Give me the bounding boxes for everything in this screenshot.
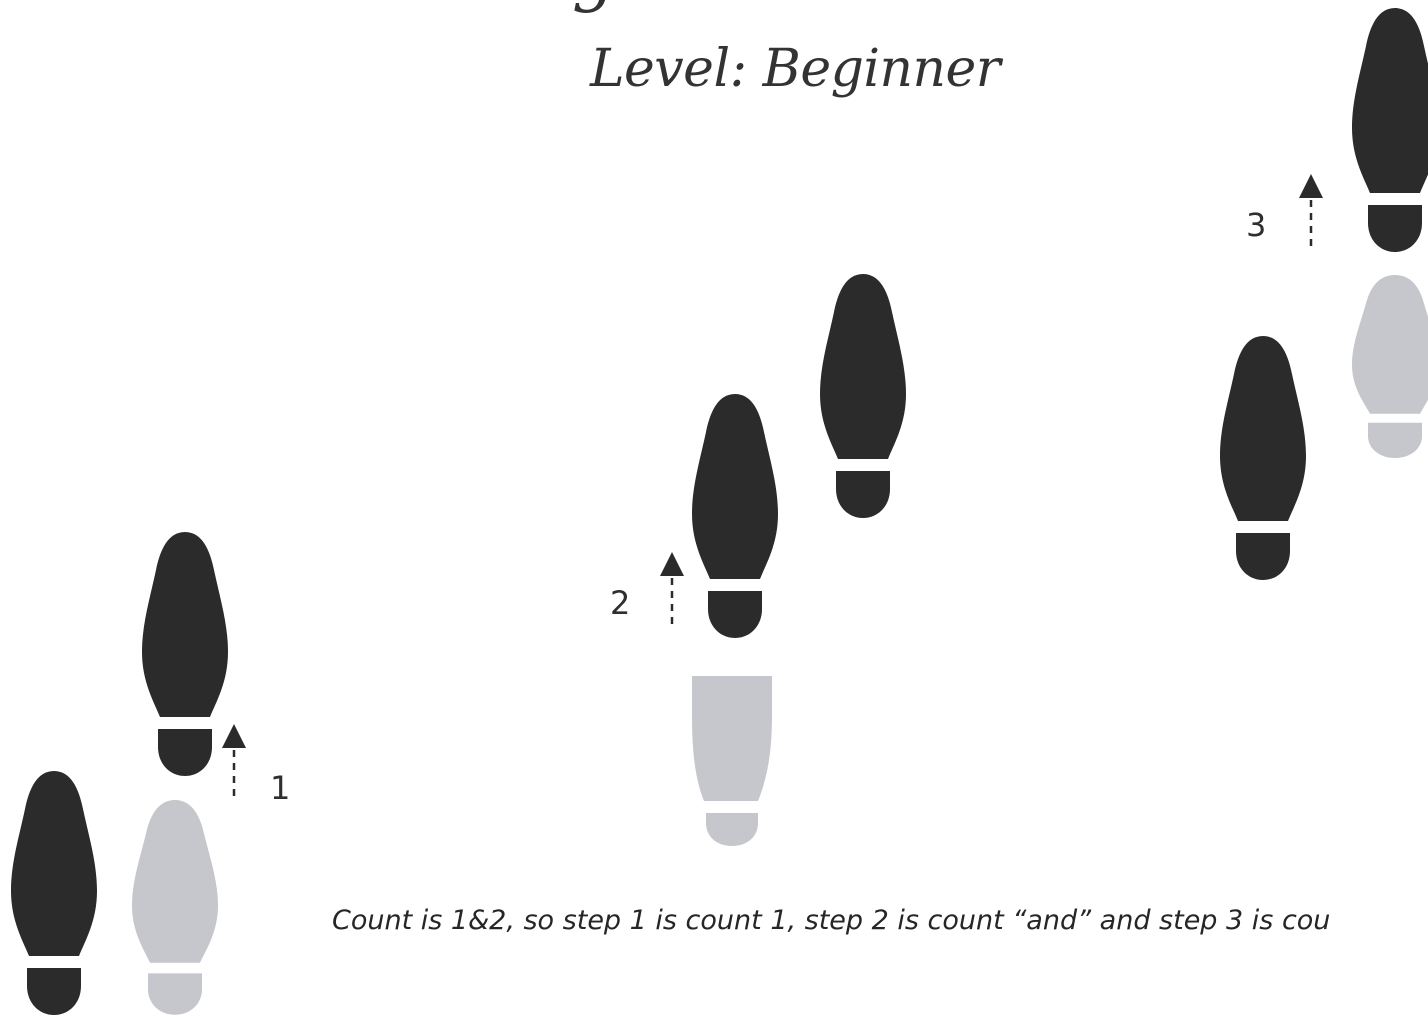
step-3-left-foot-dark <box>1220 336 1306 580</box>
step-number-3: 3 <box>1246 206 1267 244</box>
step-number-2: 2 <box>610 584 631 622</box>
step-1-right-foot-dark <box>142 532 228 776</box>
step-2-left-foot-dark <box>692 394 778 638</box>
step-2-right-foot-dark <box>820 274 906 518</box>
partial-title: g <box>572 0 616 10</box>
level-label: Level: Beginner <box>590 39 1001 99</box>
count-caption: Count is 1&2, so step 1 is count 1, step… <box>332 905 1331 936</box>
step-2-arrow-icon <box>658 550 686 632</box>
step-3-right-foot-previous <box>1352 275 1428 458</box>
step-number-1: 1 <box>270 769 291 807</box>
step-3-arrow-icon <box>1297 172 1325 254</box>
step-1-arrow-icon <box>220 722 248 804</box>
step-2-left-foot-previous <box>692 676 772 846</box>
step-3-right-foot-dark <box>1352 8 1428 252</box>
step-1-right-foot-previous <box>132 800 218 1015</box>
step-1-left-foot-dark <box>11 771 97 1015</box>
